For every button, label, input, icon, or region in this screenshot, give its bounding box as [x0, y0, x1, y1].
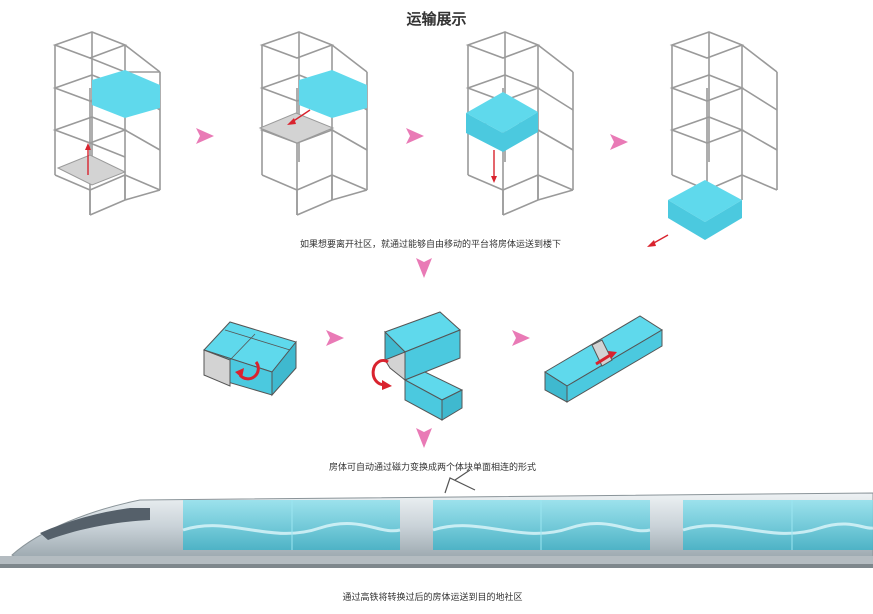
step-arrow-1 — [196, 128, 214, 144]
step-arrow-4 — [326, 330, 344, 346]
cyan-house-block-1 — [92, 70, 160, 118]
cyan-house-block-2 — [299, 70, 367, 118]
up-arrow-head-1 — [85, 143, 91, 150]
tower-frame-1 — [52, 31, 161, 216]
down-arrow-head-3 — [491, 176, 497, 183]
tower-frame-4 — [669, 31, 778, 215]
long-block-3 — [544, 315, 663, 403]
caption-step-3: 通过高铁将转换过后的房体运送到目的地社区 — [342, 593, 523, 603]
step-arrow-2 — [406, 128, 424, 144]
slide-arrow-head-2 — [287, 118, 296, 125]
diagram-title: 运输展示 — [406, 10, 467, 28]
step-arrow-down-1 — [416, 258, 432, 278]
cyan-house-block-4-top — [668, 180, 742, 222]
folding-block-1 — [203, 321, 297, 397]
step-arrow-down-2 — [416, 428, 432, 448]
cyan-house-block-3-front — [466, 112, 538, 152]
caption-step-2: 房体可自动通过磁力变换成两个体块单面相连的形式 — [328, 463, 536, 473]
gray-platform-1 — [56, 154, 127, 186]
caption-step-1: 如果想要离开社区，就通过能够自由移动的平台将房体运送到楼下 — [299, 240, 561, 250]
cyan-house-block-4-front — [668, 200, 742, 240]
folding-block-2 — [371, 311, 464, 421]
exit-arrow-head-4 — [647, 240, 656, 247]
cyan-house-block-3-top — [466, 92, 538, 133]
step-arrow-3 — [610, 134, 628, 150]
slide-arrow-2 — [291, 109, 311, 123]
high-speed-train — [0, 469, 873, 568]
step-arrow-5 — [512, 330, 530, 346]
gray-platform-2 — [258, 112, 335, 144]
